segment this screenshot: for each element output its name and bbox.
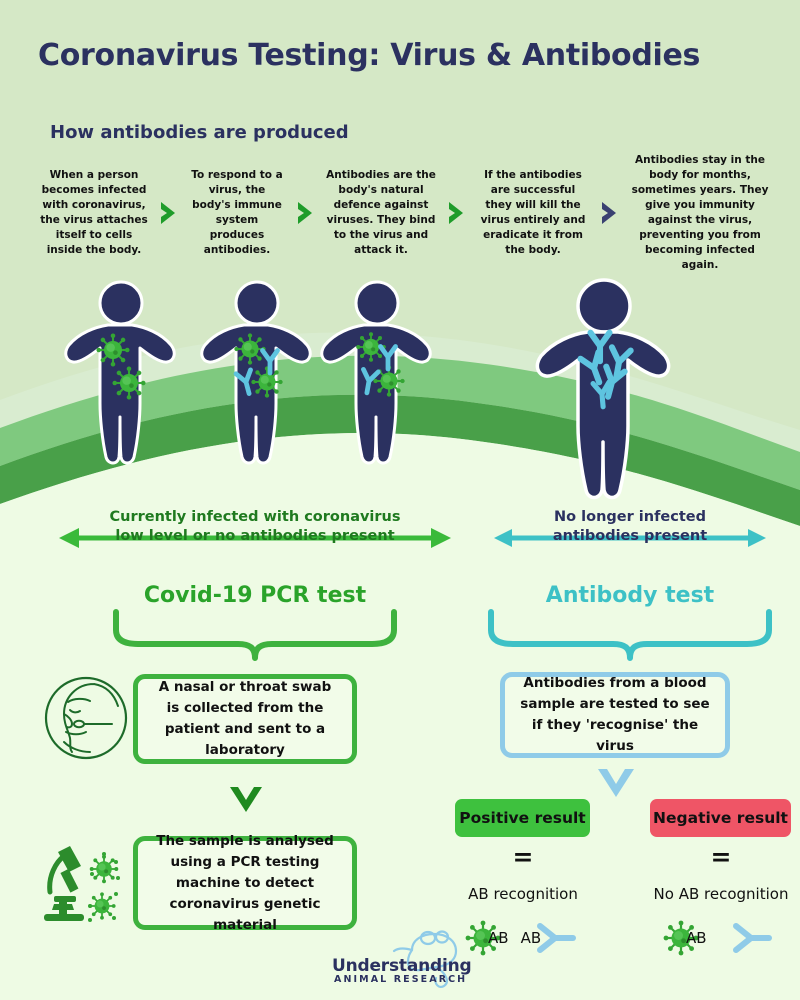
person-recovered xyxy=(535,278,671,500)
logo-line-2: ANIMAL RESEARCH xyxy=(334,974,468,985)
range-right-line2: antibodies present xyxy=(552,528,708,544)
negative-result-badge: Negative result xyxy=(650,799,791,837)
antibody-ab-label: AB xyxy=(520,929,542,947)
microscope-and-virus-icon xyxy=(44,846,121,922)
step-2: To respond to a virus, the body's immune… xyxy=(191,169,283,256)
pcr-step-2-box: The sample is analysed using a PCR testi… xyxy=(133,833,357,933)
positive-result-label: Positive result xyxy=(459,809,586,827)
negative-result-icons: AB xyxy=(660,918,800,958)
antibody-sideways-icon xyxy=(732,923,772,953)
positive-result-icons: AB AB xyxy=(462,918,612,958)
pcr-test-title: Covid-19 PCR test xyxy=(143,583,367,608)
pcr-step-1-box: A nasal or throat swab is collected from… xyxy=(133,674,357,764)
organisation-logo[interactable]: Understanding ANIMAL RESEARCH xyxy=(332,930,507,990)
range-currently-infected: Currently infected with coronavirus low … xyxy=(55,508,455,558)
virus-ab-label: AB xyxy=(686,929,707,947)
pcr-down-chevron-icon xyxy=(230,787,262,812)
positive-result-text: AB recognition xyxy=(468,885,578,903)
section-heading: How antibodies are produced xyxy=(50,122,349,143)
antibody-test-title: Antibody test xyxy=(545,583,715,608)
negative-result-text: No AB recognition xyxy=(653,885,789,903)
antibody-description-box: Antibodies from a blood sample are teste… xyxy=(500,672,730,758)
virus-ab-label: AB xyxy=(488,929,509,947)
step-arrow-3-icon xyxy=(447,200,467,226)
positive-result-badge: Positive result xyxy=(455,799,590,837)
nasal-swab-icon xyxy=(44,676,128,760)
step-4: If the antibodies are successful they wi… xyxy=(480,169,586,256)
step-arrow-4-icon xyxy=(600,200,620,226)
person-infected-3 xyxy=(320,280,432,465)
positive-equals-sign: = xyxy=(512,842,534,871)
person-infected-1 xyxy=(64,280,176,465)
range-left-line1: Currently infected with coronavirus xyxy=(109,509,401,525)
antibody-down-chevron-icon xyxy=(598,769,634,797)
step-5: Antibodies stay in the body for months, … xyxy=(631,154,769,271)
pcr-step-1-text: A nasal or throat swab is collected from… xyxy=(158,679,332,758)
step-arrow-1-icon xyxy=(159,200,179,226)
antibody-description-text: Antibodies from a blood sample are teste… xyxy=(520,675,710,754)
negative-equals-sign: = xyxy=(710,842,732,871)
step-arrow-2-icon xyxy=(296,200,316,226)
range-right-arrow-icon xyxy=(494,529,766,547)
negative-result-label: Negative result xyxy=(653,809,788,827)
mouse-outline-icon xyxy=(392,930,458,988)
logo-line-1: Understanding xyxy=(332,956,472,976)
pcr-brace-icon xyxy=(113,609,397,661)
step-1: When a person becomes infected with coro… xyxy=(40,169,148,256)
antibody-production-steps: When a person becomes infected with coro… xyxy=(40,154,770,271)
range-no-longer-infected: No longer infected antibodies present xyxy=(490,508,770,558)
pcr-step-2-text: The sample is analysed using a PCR testi… xyxy=(156,832,334,933)
antibody-sideways-icon xyxy=(537,923,577,953)
step-3: Antibodies are the body's natural defenc… xyxy=(326,169,436,256)
person-infected-2 xyxy=(200,280,312,465)
antibody-brace-icon xyxy=(488,609,772,661)
range-left-line2: low level or no antibodies present xyxy=(115,528,395,544)
range-right-line1: No longer infected xyxy=(554,509,706,525)
people-illustrations xyxy=(64,278,671,500)
page-title: Coronavirus Testing: Virus & Antibodies xyxy=(38,38,701,73)
range-left-arrow-icon xyxy=(59,528,451,548)
